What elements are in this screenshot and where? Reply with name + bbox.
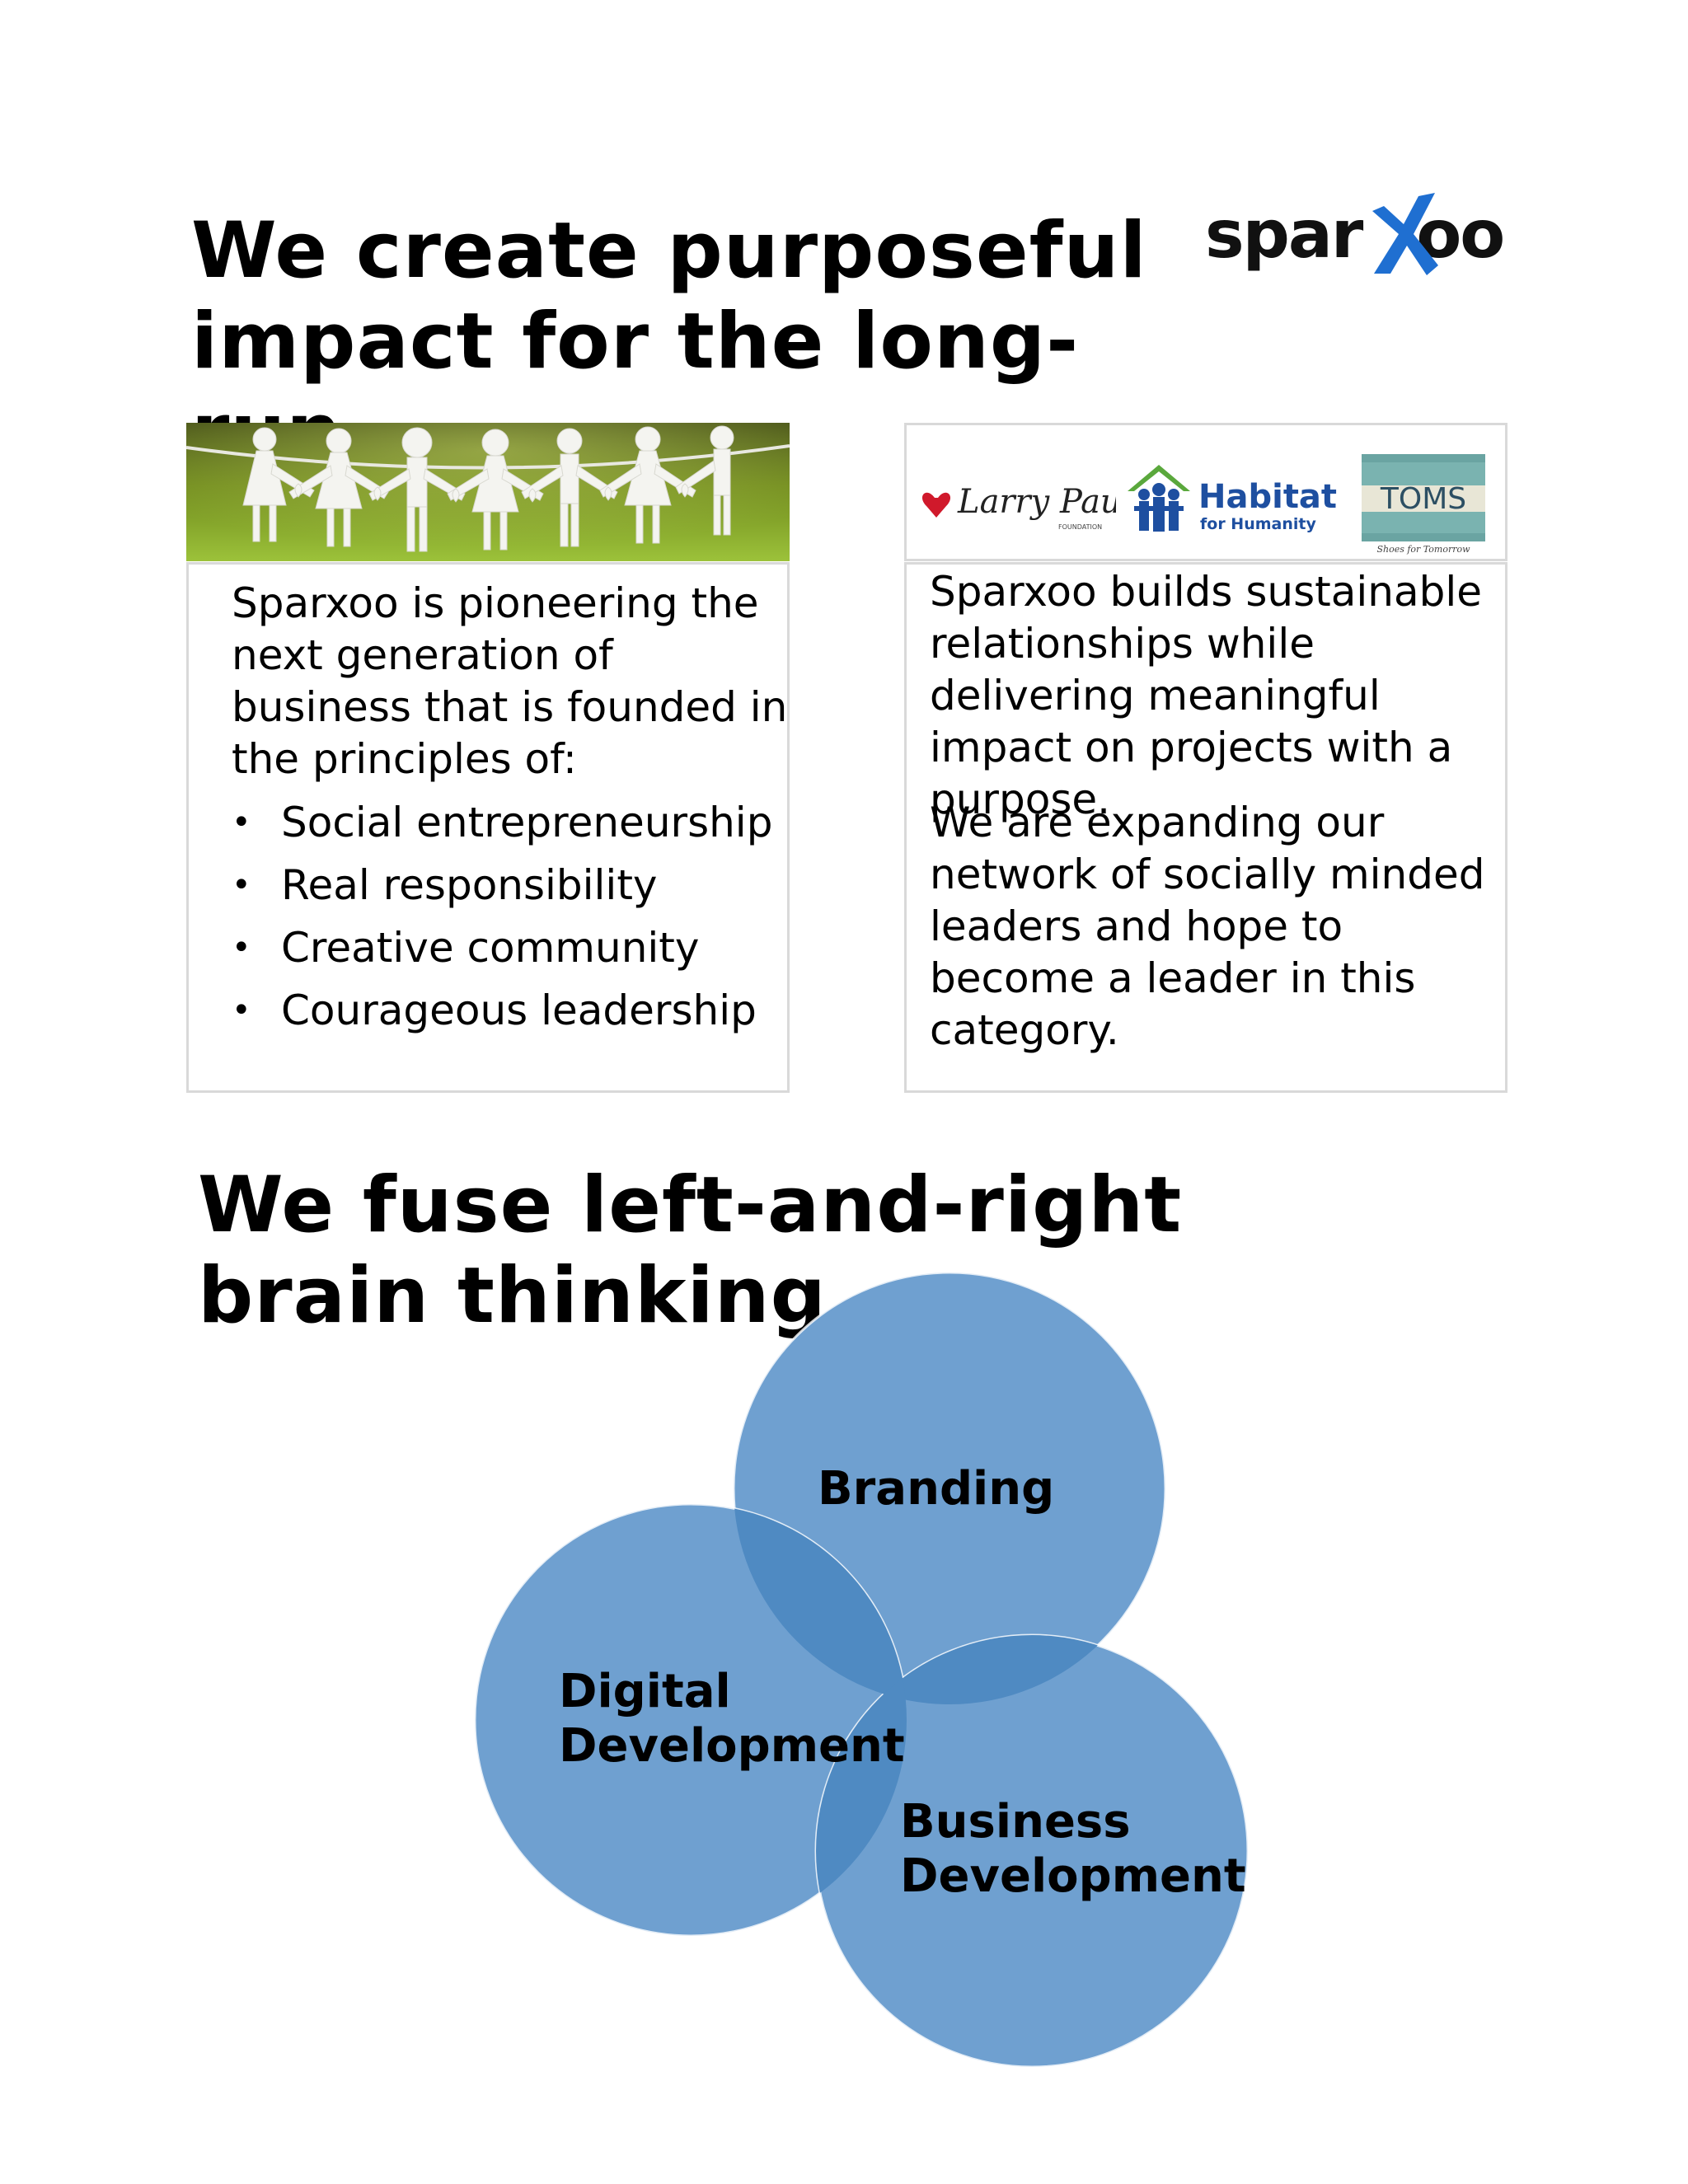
foundation-label: FOUNDATION xyxy=(1058,523,1102,531)
list-item-label: Real responsibility xyxy=(281,861,658,909)
principles-intro: Sparxoo is pioneering the next generatio… xyxy=(232,579,788,783)
for-humanity-label: for Humanity xyxy=(1200,515,1316,533)
principles-list: • Social entrepreneurship • Real responsib… xyxy=(232,797,772,1047)
toms-wordmark: TOMS xyxy=(1380,482,1466,516)
relationships-paragraph: Sparxoo builds sustainable relationships… xyxy=(930,568,1482,823)
habitat-wordmark: Habitat xyxy=(1198,478,1337,516)
list-item: • Courageous leadership xyxy=(232,985,772,1047)
list-item: • Creative community xyxy=(232,922,772,985)
toms-logo: TOMS Shoes for Tomorrow xyxy=(1358,452,1490,555)
bullet-icon: • xyxy=(232,929,251,967)
bullet-icon: • xyxy=(232,991,251,1029)
paper-chain-photo xyxy=(186,423,790,561)
partner-logos: Larry Paul FOUNDATION Habitat for Humani… xyxy=(904,423,1507,561)
list-item-label: Courageous leadership xyxy=(281,987,757,1034)
larry-paul-signature: Larry Paul xyxy=(957,483,1116,521)
section-title: We fuse left-and-right brain thinking xyxy=(198,1160,1183,1341)
sparxoo-x-icon xyxy=(1372,193,1438,275)
habitat-for-humanity-logo: Habitat for Humanity xyxy=(1123,458,1345,541)
network-paragraph: We are expanding our network of socially… xyxy=(930,799,1485,1054)
bullet-icon: • xyxy=(232,866,251,904)
list-item: • Social entrepreneurship xyxy=(232,797,772,860)
list-item-label: Creative community xyxy=(281,924,700,972)
relationships-panel: Sparxoo builds sustainable relationships… xyxy=(904,562,1507,1093)
page-title: We create purposeful impact for the long… xyxy=(191,206,1147,477)
business-development-label: Business Development xyxy=(900,1795,1246,1903)
toms-tagline: Shoes for Tomorrow xyxy=(1376,544,1470,555)
list-item: • Real responsibility xyxy=(232,860,772,922)
larry-paul-foundation-logo: Larry Paul FOUNDATION xyxy=(918,465,1132,547)
list-item-label: Social entrepreneurship xyxy=(281,799,773,846)
principles-panel: Sparxoo is pioneering the next generatio… xyxy=(186,562,790,1093)
branding-label: Branding xyxy=(818,1462,1055,1516)
digital-development-label: Digital Development xyxy=(559,1665,905,1773)
wordmark-left: spar xyxy=(1205,196,1363,273)
bullet-icon: • xyxy=(232,804,251,841)
